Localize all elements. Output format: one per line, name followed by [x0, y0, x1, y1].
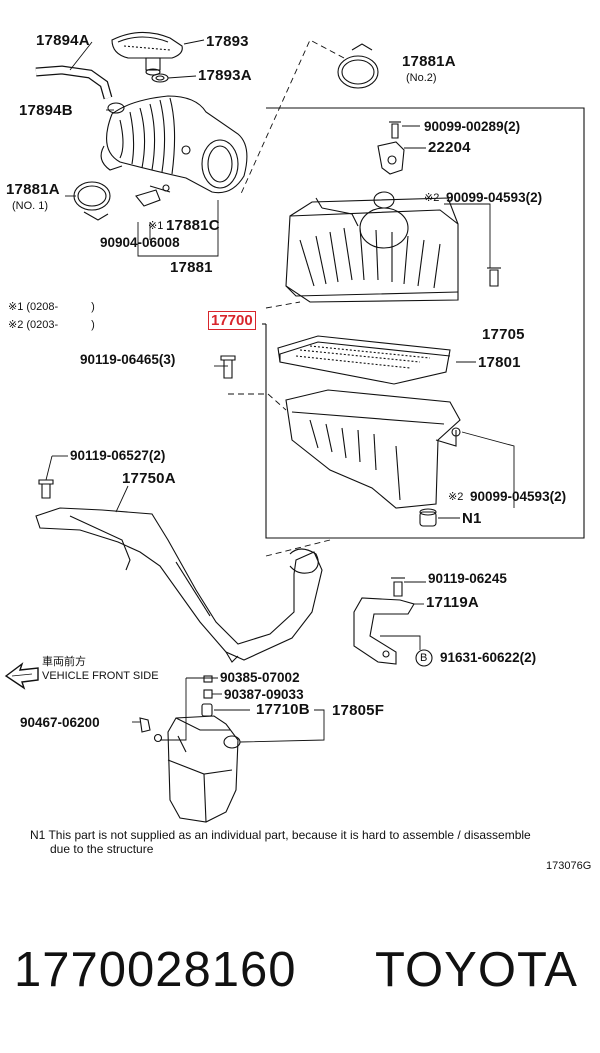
label-17119A: 17119A — [426, 594, 479, 611]
plug-17710B — [201, 703, 213, 717]
washer-symbol-icon — [415, 649, 433, 667]
mark-2-top: ※2 — [424, 192, 440, 204]
label-17801: 17801 — [478, 354, 521, 371]
label-17750A: 17750A — [122, 470, 176, 487]
label-17881A-no2: 17881A — [402, 53, 456, 70]
label-17881C: 17881C — [166, 217, 220, 234]
label-91631-60622: 91631-60622(2) — [440, 650, 537, 665]
direction-jp: 車両前方 — [42, 656, 86, 668]
label-90119-06245: 90119-06245 — [428, 571, 507, 586]
label-17881: 17881 — [170, 259, 213, 276]
clamp-17881A-no2 — [337, 43, 379, 89]
label-17805F: 17805F — [332, 702, 385, 719]
sensor-22204 — [377, 141, 405, 175]
label-17881A-no1: 17881A — [6, 181, 60, 198]
exploded-view-drawing — [4, 31, 585, 823]
air-cleaner-assy-box — [262, 107, 585, 539]
leader-lines-duct — [45, 455, 331, 557]
label-90385-07002: 90385-07002 — [220, 670, 300, 685]
bolt-90119-06245 — [391, 577, 405, 597]
mark-2-bottom: ※2 — [448, 491, 464, 503]
vehicle-front-arrow-icon — [4, 662, 39, 690]
direction-en: VEHICLE FRONT SIDE — [42, 670, 159, 682]
leader-lines-resonator — [132, 677, 325, 743]
air-cleaner-cap-17705 — [285, 191, 459, 303]
label-17705: 17705 — [482, 326, 525, 343]
parts-diagram: 17894A 17893 17893A 17881A (No.2) 17894B… — [4, 31, 592, 872]
label-N1: N1 — [462, 510, 482, 527]
label-no2: (No.2) — [406, 72, 437, 84]
legend-mark-2: ※2 (0203- ) — [8, 319, 95, 331]
screw-90467-06200 — [139, 717, 163, 743]
clip-90385-07002 — [203, 675, 213, 683]
label-90099-04593-bottom: 90099-04593(2) — [470, 489, 567, 504]
bolt-90119-06465 — [220, 355, 236, 379]
bolt-90119-06527 — [38, 479, 54, 499]
label-17894A: 17894A — [36, 32, 90, 49]
label-90099-04593-top: 90099-04593(2) — [446, 190, 543, 205]
air-cleaner-case — [285, 389, 461, 509]
leader-lines-top-left — [65, 39, 345, 257]
inlet-duct-17881 — [100, 95, 248, 207]
label-90904-06008: 90904-06008 — [100, 235, 180, 250]
intake-duct-17750A — [35, 507, 323, 663]
washer-symbol-letter: B — [420, 652, 428, 664]
clamp-17894B — [107, 102, 125, 114]
label-17710B: 17710B — [256, 701, 310, 718]
label-22204: 22204 — [428, 139, 471, 156]
label-90119-06527: 90119-06527(2) — [70, 448, 166, 463]
label-17700-highlighted: 17700 — [208, 311, 256, 330]
footer: 1770028160 TOYOTA — [0, 920, 600, 1020]
bracket-17119A — [353, 597, 415, 665]
resonator-17805F — [167, 715, 241, 823]
screw-90099-00289 — [389, 121, 401, 139]
footnote-line-1: N1 This part is not supplied as an indiv… — [30, 828, 531, 842]
inlet-hose-17894A — [35, 65, 113, 100]
footnote-line-2: due to the structure — [50, 842, 154, 856]
screw-90099-04593-top — [487, 267, 501, 287]
clip-90387-09033 — [203, 689, 213, 699]
label-90387-09033: 90387-09033 — [224, 687, 304, 702]
clamp-17881A-no1 — [73, 181, 111, 221]
label-90119-06465: 90119-06465(3) — [80, 352, 176, 367]
part-number: 1770028160 — [14, 943, 297, 997]
air-filter-element-17801 — [277, 335, 451, 385]
legend-mark-1: ※1 (0208- ) — [8, 301, 95, 313]
leader-lines-air-cleaner — [214, 125, 515, 519]
label-no1: (NO. 1) — [12, 200, 49, 212]
brand-name: TOYOTA — [375, 943, 578, 997]
label-17893: 17893 — [206, 33, 249, 50]
label-90467-06200: 90467-06200 — [20, 715, 100, 730]
diagram-code: 173076G — [546, 860, 592, 872]
label-90099-00289: 90099-00289(2) — [424, 119, 521, 134]
mark-1-17881C: ※1 — [148, 220, 164, 232]
leader-lines-bracket — [380, 581, 426, 650]
label-17894B: 17894B — [19, 102, 73, 119]
clamp-17893A — [151, 73, 169, 83]
label-17893A: 17893A — [198, 67, 252, 84]
grommet-N1 — [419, 508, 437, 527]
resonator-17893 — [111, 31, 183, 76]
